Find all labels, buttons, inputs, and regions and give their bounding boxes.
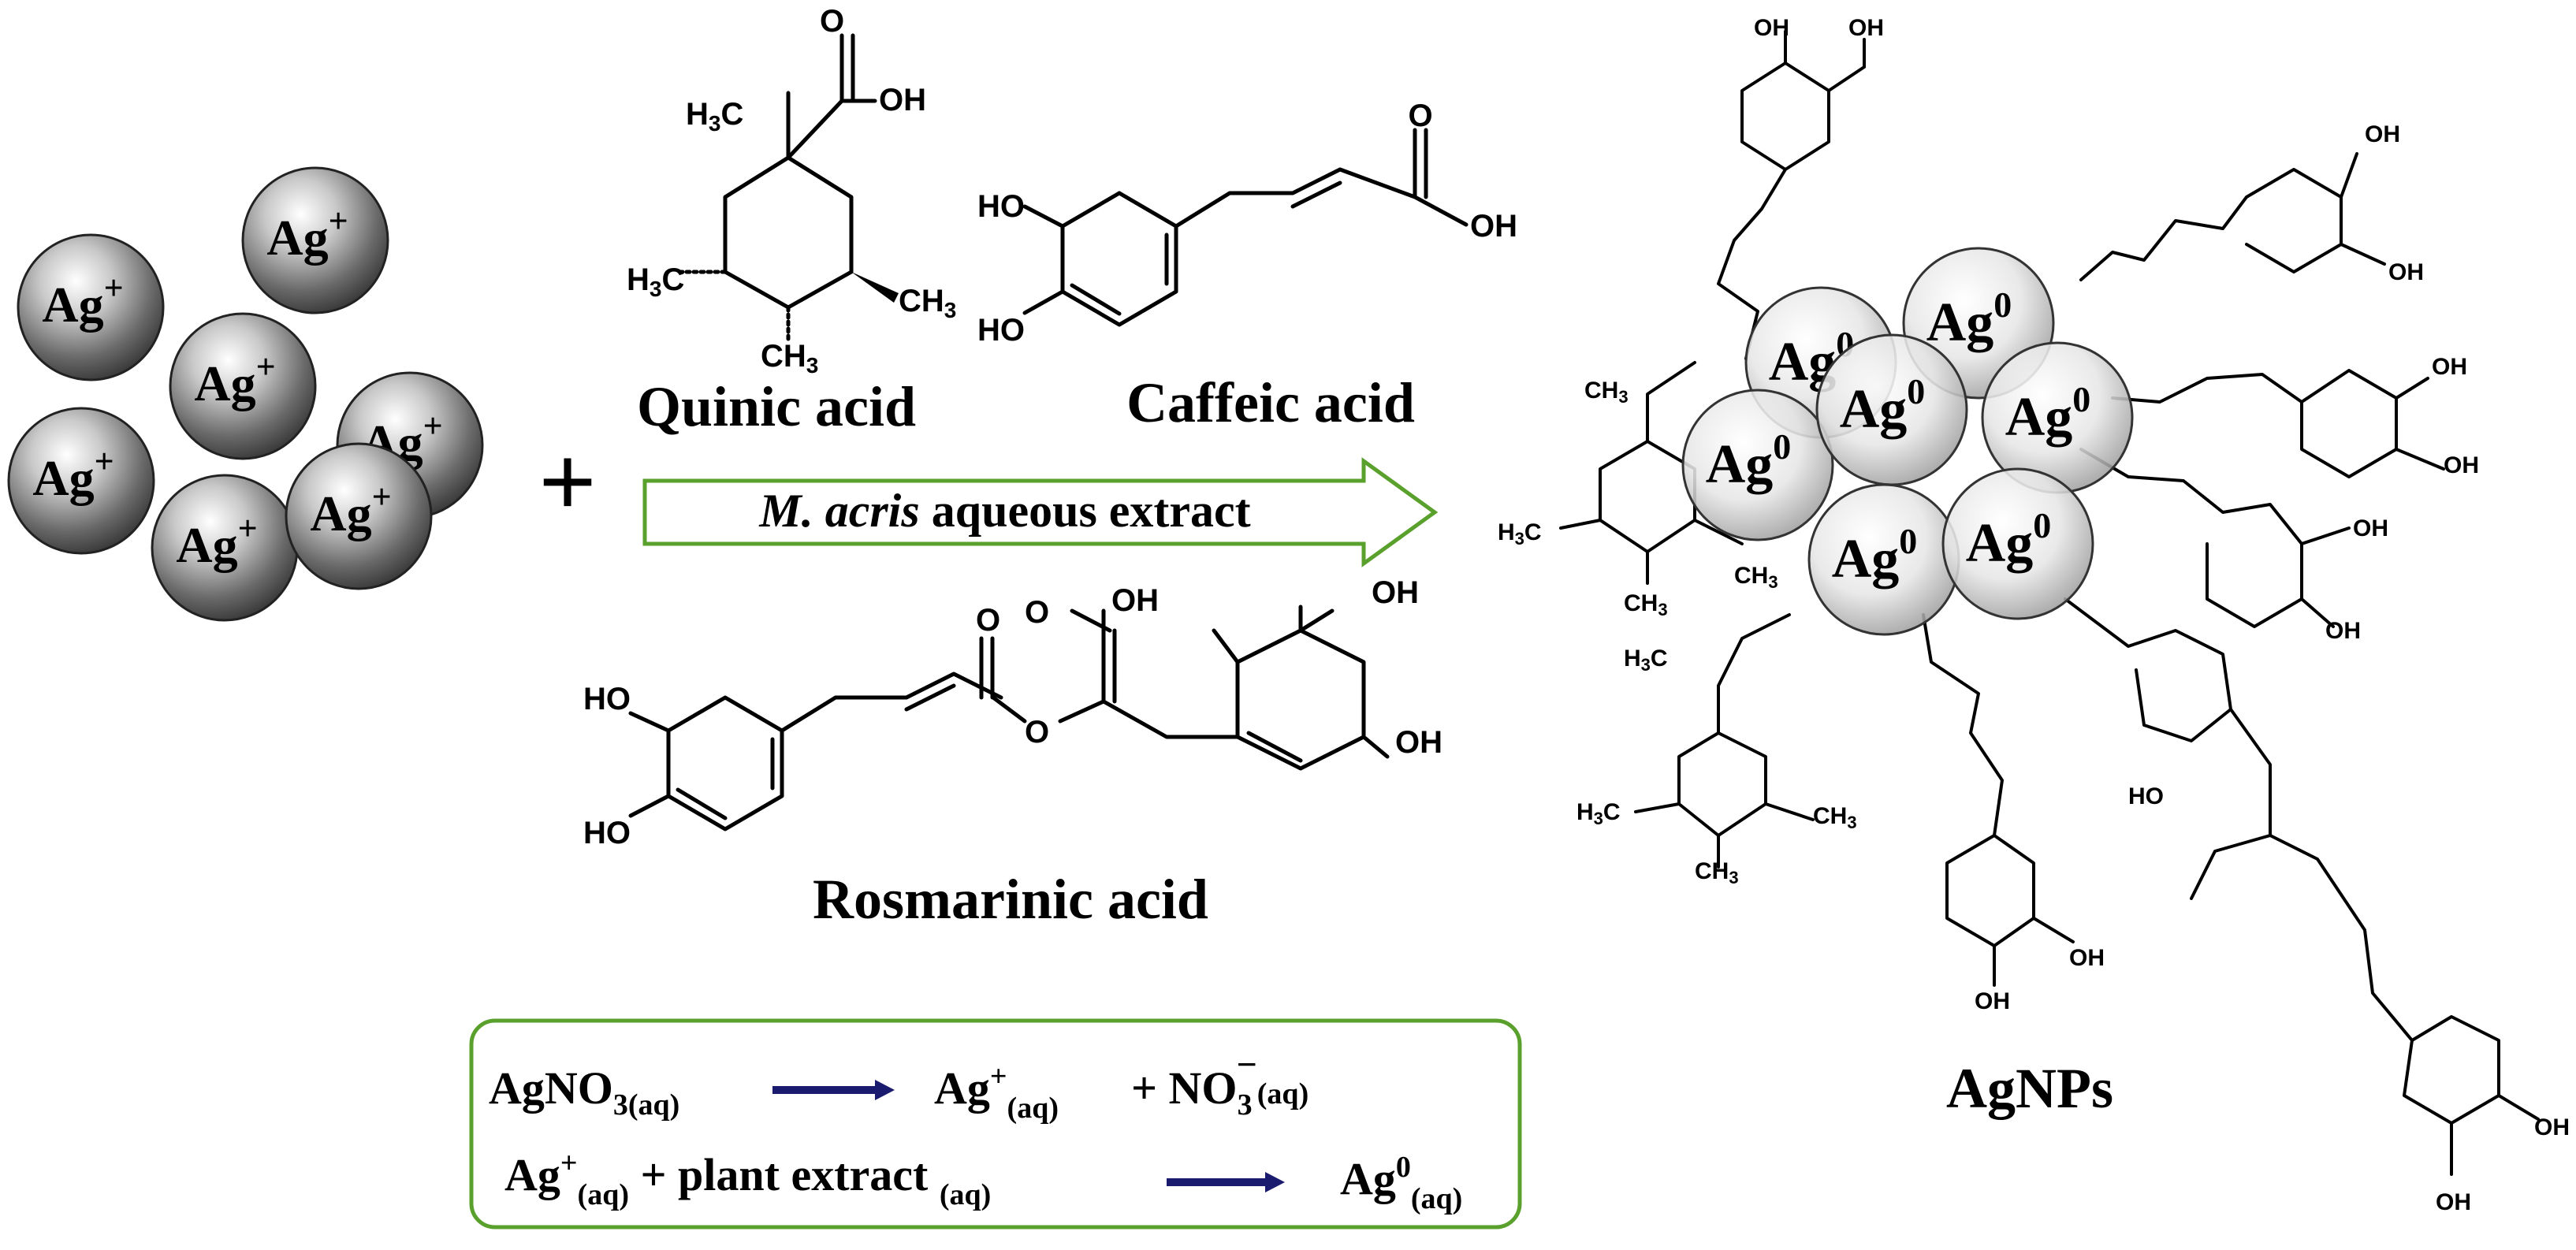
- atom-oh: OH: [2436, 1189, 2471, 1215]
- ion-sphere: [7, 407, 155, 555]
- atom-h3c: H3C: [686, 97, 743, 136]
- arrow-label-italic: M. acris: [758, 485, 919, 537]
- atom-oh: OH: [2365, 121, 2400, 147]
- ligand-atoms: OH OH OH OH OH OH OH OH H3C CH3 CH3 CH3 …: [1498, 15, 2570, 1215]
- atom-oh: OH: [2069, 945, 2105, 971]
- agnps-label: AgNPs: [1946, 1057, 2113, 1120]
- atom-ch3: CH3: [1813, 803, 1857, 832]
- atom-oh: OH: [1848, 15, 1884, 41]
- ion-label: Ag+: [32, 442, 114, 506]
- atom-h3c: H3C: [1498, 519, 1542, 549]
- atom-oh: OH: [1975, 988, 2010, 1014]
- atom-o: O: [1025, 715, 1049, 750]
- silver-ion: Ag+: [169, 312, 317, 460]
- nanoparticle-label: Ag0: [1926, 285, 2012, 353]
- atom-o: O: [1025, 595, 1049, 630]
- silver-ion: Ag+: [7, 407, 155, 555]
- atom-oh: OH: [2353, 515, 2388, 541]
- rosmarinic-acid-label: Rosmarinic acid: [813, 868, 1208, 931]
- caffeic-acid-label: Caffeic acid: [1126, 371, 1415, 434]
- ligand-bonds: [1559, 30, 2540, 1176]
- reaction-arrow: M. acris aqueous extract: [642, 457, 1439, 567]
- atom-h3c: H3C: [627, 262, 684, 301]
- atom-ch3: CH3: [1695, 858, 1739, 887]
- ion-label: Ag+: [42, 269, 123, 333]
- silver-ion: Ag+: [17, 233, 165, 381]
- atom-ho: HO: [583, 816, 631, 850]
- silver-nanoparticle: Ag0: [1981, 341, 2134, 494]
- caffeic-acid-structure: HO HO O OH Caffeic acid: [977, 99, 1517, 434]
- ion-sphere: [169, 312, 317, 460]
- nanoparticle-label: Ag0: [1966, 505, 2052, 574]
- atom-h3c: H3C: [1624, 645, 1668, 675]
- ion-sphere: [17, 233, 165, 381]
- atom-ho: HO: [977, 313, 1025, 348]
- quinic-acid-structure: O OH H3C H3C CH3 CH3 Quinic acid: [627, 4, 956, 438]
- ion-sphere: [241, 166, 389, 314]
- equation-box: AgNO3(aq) Ag+(aq) + NO3−(aq) Ag+(aq) + p…: [469, 1018, 1522, 1230]
- nanoparticle-sphere: [1941, 467, 2094, 620]
- silver-nanoparticle: Ag0: [1815, 333, 1968, 486]
- quinic-acid-label: Quinic acid: [637, 375, 916, 438]
- atom-ho: HO: [2128, 783, 2164, 809]
- atom-ch3: CH3: [899, 284, 956, 322]
- atom-oh: OH: [1470, 209, 1517, 244]
- ion-label: Ag+: [194, 348, 275, 411]
- atom-ch3: CH3: [761, 339, 818, 378]
- atom-ch3: CH3: [1734, 563, 1778, 592]
- silver-ion: Ag+: [285, 442, 433, 590]
- nanoparticle-label: Ag0: [1840, 371, 1926, 440]
- silver-nanoparticle: Ag0: [1681, 389, 1834, 541]
- silver-ion: Ag+: [241, 166, 389, 314]
- rosmarinic-acid-structure: O OH O O OH OH HO HO Rosmarinic acid: [583, 575, 1442, 931]
- plus-sign: +: [538, 426, 597, 539]
- atom-oh: OH: [2444, 452, 2479, 478]
- nanoparticle-label: Ag0: [2005, 379, 2091, 448]
- ion-label: Ag+: [310, 478, 391, 541]
- ion-label: Ag+: [176, 509, 257, 573]
- ion-sphere: [285, 442, 433, 590]
- atom-oh: OH: [879, 83, 926, 117]
- atom-ch3: CH3: [1584, 378, 1629, 407]
- atom-oh: OH: [2534, 1114, 2570, 1140]
- atom-oh: OH: [1111, 583, 1159, 618]
- atom-oh: OH: [2388, 259, 2424, 285]
- agnp-complex: OH OH OH OH OH OH OH OH H3C CH3 CH3 CH3 …: [1498, 15, 2570, 1215]
- atom-oh: OH: [2432, 354, 2467, 380]
- silver-nanoparticle: Ag0: [1807, 483, 1960, 636]
- atom-ho: HO: [583, 682, 631, 716]
- silver-nanoparticle: Ag0: [1941, 467, 2094, 620]
- atom-oh: OH: [1372, 575, 1419, 610]
- arrow-label-rest: aqueous extract: [920, 485, 1251, 537]
- ion-label: Ag+: [266, 202, 348, 266]
- atom-ch3: CH3: [1624, 590, 1668, 619]
- atom-oh: OH: [1395, 725, 1442, 760]
- nanoparticle-sphere: [1681, 389, 1834, 541]
- nanoparticle-label: Ag0: [1832, 521, 1918, 590]
- arrow-label: M. acris aqueous extract: [758, 485, 1250, 537]
- atom-ho: HO: [977, 189, 1025, 224]
- nanoparticle-label: Ag0: [1706, 426, 1792, 495]
- atom-oh: OH: [1754, 15, 1789, 41]
- atom-o: O: [1408, 99, 1432, 133]
- atom-oh: OH: [2325, 618, 2361, 644]
- silver-ions-group: Ag+Ag+Ag+Ag+Ag+Ag+Ag+: [7, 166, 484, 622]
- atom-o: O: [976, 603, 1000, 638]
- atom-h3c: H3C: [1576, 799, 1621, 828]
- silver-ion: Ag+: [151, 474, 299, 622]
- atom-o: O: [820, 4, 844, 39]
